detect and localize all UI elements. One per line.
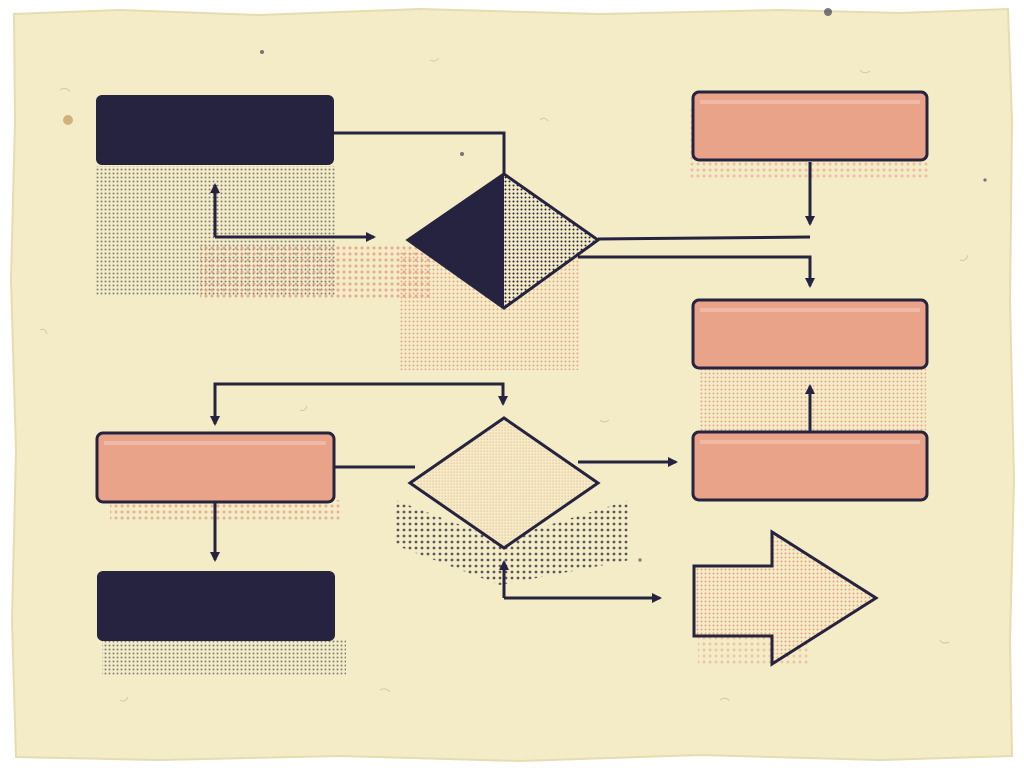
connectors: [210, 131, 815, 603]
node-top-decision: [405, 172, 601, 310]
box-textures: [104, 100, 920, 445]
edge-decision-to-middleright: [578, 255, 815, 288]
edge-topleft-to-decision: [334, 131, 506, 176]
node-middle-right: [691, 298, 929, 370]
node-bottom-left: [97, 571, 335, 641]
paper-fibers: [39, 57, 969, 702]
node-top-right: [691, 90, 929, 162]
edge-decision-to-topright: [597, 235, 811, 241]
node-lower-decision: [407, 416, 601, 550]
paper-dots: [63, 8, 987, 562]
right-arrow-icon: [692, 529, 879, 667]
node-lower-left: [95, 431, 336, 504]
node-lower-right: [691, 430, 929, 502]
node-top-left: [96, 95, 334, 165]
